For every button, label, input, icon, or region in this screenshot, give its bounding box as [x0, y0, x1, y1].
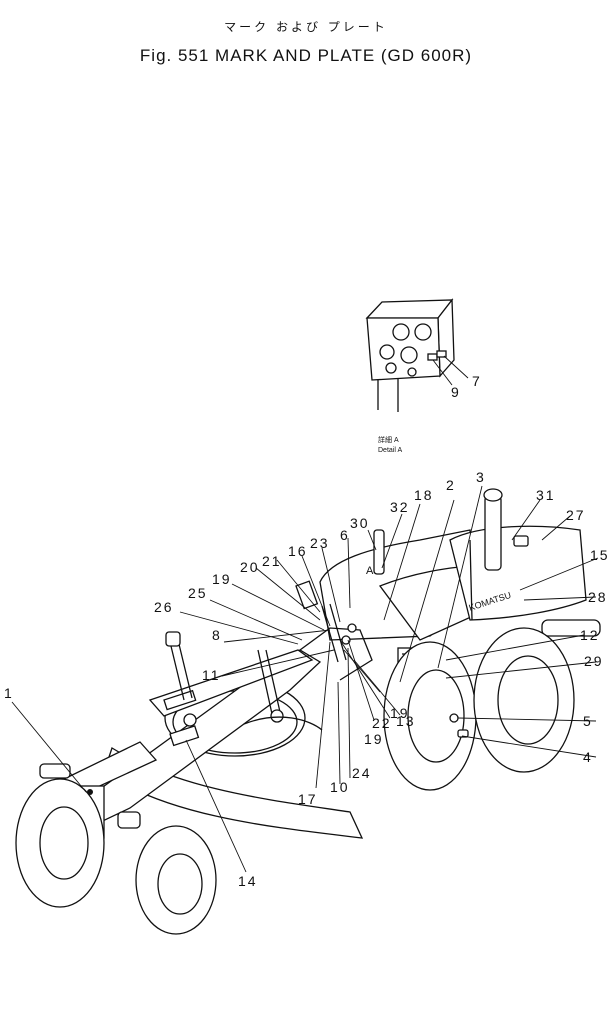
callout-31: 31 [536, 487, 556, 503]
callout-29: 29 [584, 653, 604, 669]
callout-24: 24 [352, 765, 372, 781]
callout-3: 3 [476, 469, 486, 485]
title-japanese: マーク および プレート [224, 20, 388, 34]
callout-25: 25 [188, 585, 208, 601]
callout-26: 26 [154, 599, 174, 615]
callout-1: 1 [4, 685, 14, 701]
callout-19b: 19 [390, 705, 410, 721]
callout-12: 12 [580, 627, 600, 643]
callout-32: 32 [390, 499, 410, 515]
callout-19a: 19 [212, 571, 232, 587]
detail-a-marker: A [366, 565, 375, 577]
callout-18: 18 [414, 487, 434, 503]
callout-5: 5 [583, 713, 593, 729]
callout-23: 23 [310, 535, 330, 551]
detail-a-panel [365, 298, 469, 412]
detail-label-jp: 詳細 A [378, 435, 399, 444]
detail-callout-9: 9 [451, 384, 461, 400]
callout-21: 21 [262, 553, 282, 569]
callout-28: 28 [588, 589, 608, 605]
callout-19c: 19 [364, 731, 384, 747]
callout-15: 15 [590, 547, 610, 563]
figure-title: Fig. 551 MARK AND PLATE (GD 600R) [139, 46, 473, 65]
motor-grader-illustration: KOMATSU [15, 488, 601, 935]
callout-22: 22 [372, 715, 392, 731]
detail-callout-7: 7 [472, 373, 482, 389]
callout-10: 10 [330, 779, 350, 795]
callout-6: 6 [340, 527, 350, 543]
callout-30: 30 [350, 515, 370, 531]
callout-16: 16 [288, 543, 308, 559]
callout-14: 14 [238, 873, 258, 889]
callout-leader-lines [11, 485, 599, 873]
callout-11: 11 [202, 667, 221, 683]
callout-20: 20 [240, 559, 260, 575]
detail-label-en: Detail A [378, 447, 402, 454]
callout-8: 8 [212, 627, 222, 643]
callout-2: 2 [446, 477, 456, 493]
callout-labels: 1 2 3 4 5 6 8 10 11 12 13 14 15 16 17 18… [4, 469, 610, 889]
callout-27: 27 [566, 507, 586, 523]
callout-17: 17 [298, 791, 318, 807]
callout-13: 13 [396, 713, 416, 729]
callout-4: 4 [583, 749, 593, 765]
